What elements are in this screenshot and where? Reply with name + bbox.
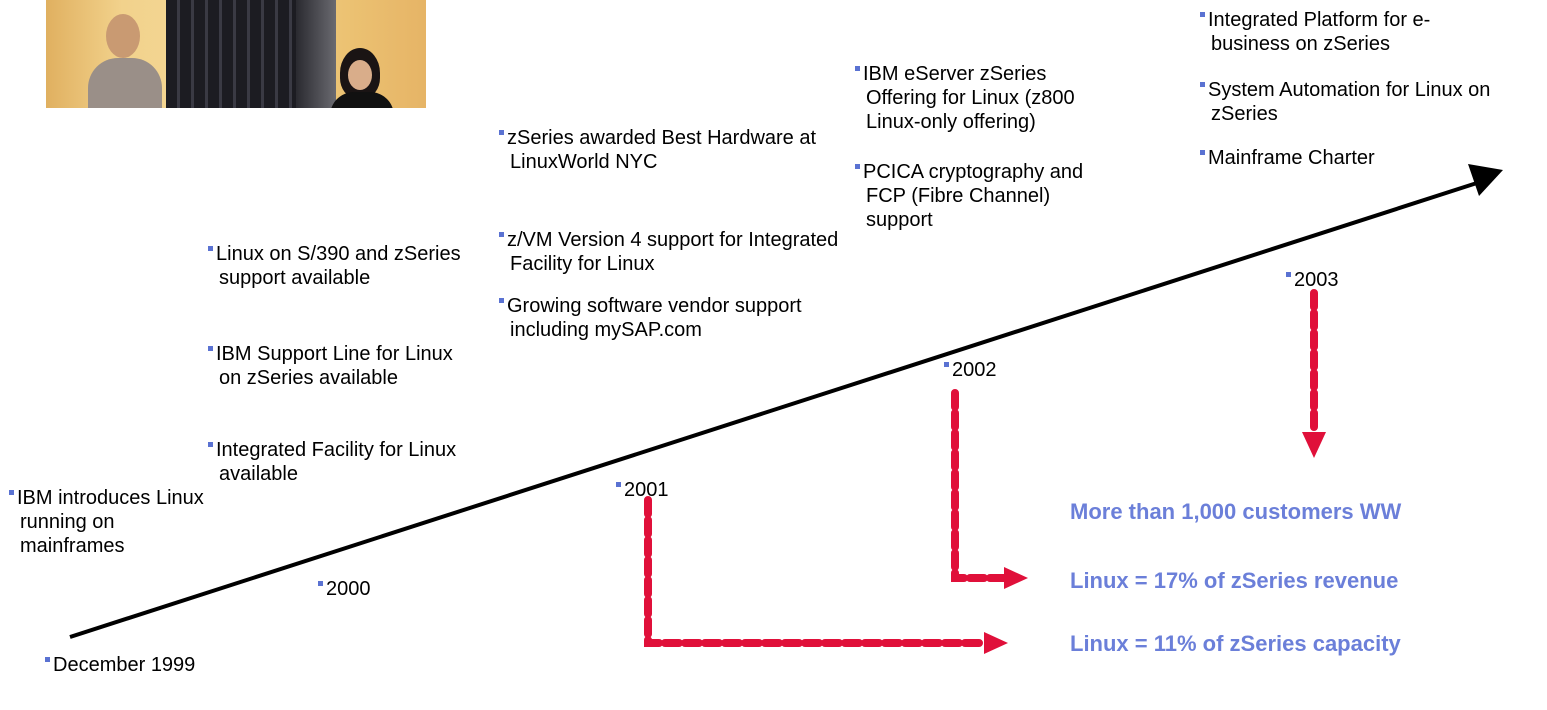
year-label-2002: 2002: [944, 358, 1055, 382]
bullet-icon: [855, 66, 860, 71]
person-left-image: [88, 58, 162, 108]
milestone-2003-item-3: Mainframe Charter: [1200, 146, 1491, 170]
callout-revenue: Linux = 17% of zSeries revenue: [1070, 568, 1399, 593]
milestone-2003-item-2: System Automation for Linux on zSeries: [1200, 78, 1491, 126]
red-arrowhead-2001: [984, 632, 1008, 654]
year-label-dec1999: December 1999: [45, 653, 196, 677]
bullet-icon: [1200, 82, 1205, 87]
milestone-2000-item-2: IBM Support Line for Linux on zSeries av…: [208, 342, 469, 390]
red-arrow-2002: [951, 389, 1009, 582]
server-door-image: [296, 0, 336, 108]
bullet-icon: [944, 362, 949, 367]
bullet-icon: [9, 490, 14, 495]
bullet-icon: [1200, 12, 1205, 17]
bullet-icon: [208, 442, 213, 447]
year-label-2000: 2000: [318, 577, 429, 601]
bullet-icon: [855, 164, 860, 169]
bullet-icon: [499, 232, 504, 237]
red-arrowhead-2003: [1302, 432, 1326, 458]
red-arrowhead-2002: [1004, 567, 1028, 589]
milestone-2003-item-1: Integrated Platform for e-business on zS…: [1200, 8, 1491, 56]
milestone-2002-item-2: PCICA cryptography and FCP (Fibre Channe…: [855, 160, 1116, 232]
bullet-icon: [1286, 272, 1291, 277]
milestone-2001-item-2: z/VM Version 4 support for Integrated Fa…: [499, 228, 850, 276]
person-right-face: [348, 60, 372, 90]
bullet-icon: [318, 581, 323, 586]
milestone-2002-item-1: IBM eServer zSeries Offering for Linux (…: [855, 62, 1116, 134]
callout-customers: More than 1,000 customers WW: [1070, 499, 1402, 524]
milestone-2000-item-1: Linux on S/390 and zSeries support avail…: [208, 242, 469, 290]
mainframe-photo: [46, 0, 426, 108]
person-left-head: [106, 14, 140, 58]
bullet-icon: [1200, 150, 1205, 155]
bullet-icon: [208, 246, 213, 251]
red-arrow-2001: [644, 496, 989, 647]
bullet-icon: [499, 130, 504, 135]
server-rack-image: [166, 0, 296, 108]
person-right-body: [330, 92, 394, 108]
milestone-dec1999-item: IBM introduces Linux running on mainfram…: [9, 486, 220, 558]
milestone-2001-item-1: zSeries awarded Best Hardware at LinuxWo…: [499, 126, 820, 174]
milestone-2001-item-3: Growing software vendor support includin…: [499, 294, 820, 342]
bullet-icon: [616, 482, 621, 487]
timeline-axis: [69, 180, 1481, 639]
timeline-arrowhead: [1468, 164, 1503, 196]
bullet-icon: [499, 298, 504, 303]
year-label-2003: 2003: [1286, 268, 1397, 292]
callout-capacity: Linux = 11% of zSeries capacity: [1070, 631, 1401, 656]
bullet-icon: [45, 657, 50, 662]
bullet-icon: [208, 346, 213, 351]
milestone-2000-item-3: Integrated Facility for Linux available: [208, 438, 489, 486]
year-label-2001: 2001: [616, 478, 727, 502]
